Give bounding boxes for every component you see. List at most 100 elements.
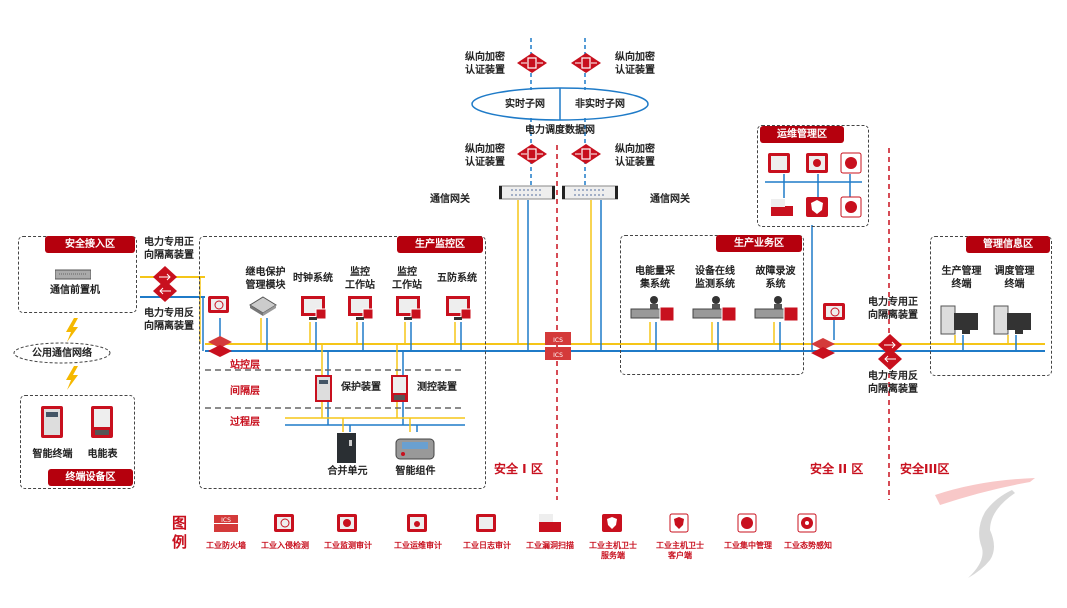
switch-icon[interactable] [810, 337, 836, 361]
fault-recorder-server-icon[interactable] [754, 295, 800, 323]
energy-collection-server-icon[interactable] [630, 295, 676, 323]
intrusion-detection-icon[interactable] [822, 302, 848, 324]
production-management-terminal-icon[interactable] [940, 305, 980, 337]
central-management-icon[interactable] [840, 152, 862, 174]
ops-audit-icon [407, 514, 427, 532]
host-guard-server-icon[interactable] [805, 196, 831, 218]
monitor-workstation-icon[interactable] [347, 295, 375, 323]
legend-item-label: 工业主机卫士 客户端 [656, 541, 704, 560]
dispatch-network-label: 电力调度数据网 [525, 125, 595, 136]
zone-title: 安全接入区 [45, 236, 135, 253]
switch-icon[interactable] [207, 335, 233, 359]
intrusion-detection-icon[interactable] [207, 295, 231, 317]
firewall-icon[interactable]: ICS ICS [543, 330, 573, 362]
legend-item-label: 工业态势感知 [784, 541, 832, 550]
encryption-device-icon[interactable] [516, 143, 548, 165]
device-label: 时钟系统 [293, 273, 333, 284]
svg-text:ICS: ICS [553, 352, 563, 359]
terminal-label: 生产管理 终端 [941, 266, 982, 290]
host-guard-client-icon [669, 513, 689, 533]
relay-protection-module-icon[interactable] [248, 295, 278, 317]
monitor-workstation-icon[interactable] [395, 295, 423, 323]
zone-title: 生产业务区 [716, 235, 802, 252]
zone-title: 生产监控区 [397, 236, 483, 253]
nonrealtime-subnet[interactable]: 非实时子网 [575, 99, 625, 110]
ops-audit-icon[interactable] [805, 152, 831, 174]
terminal-label: 调度管理 终端 [994, 266, 1035, 290]
device-label: 继电保护 管理模块 [245, 267, 286, 291]
production-monitor-zone [199, 236, 486, 489]
smart-terminal-label: 智能终端 [32, 449, 73, 460]
security-area-1-label: 安全 I 区 [494, 462, 543, 476]
legend-item-label: 工业日志审计 [463, 541, 511, 550]
front-processor-label: 通信前置机 [50, 285, 100, 296]
reverse-isolation-label: 电力专用反 向隔离装置 [144, 308, 194, 332]
protection-device-label: 保护装置 [341, 382, 381, 393]
encryption-device-icon[interactable] [570, 143, 602, 165]
security-area-3-label: 安全III区 [900, 462, 950, 476]
forward-isolation-label: 电力专用正 向隔离装置 [868, 297, 918, 321]
energy-meter-icon[interactable] [90, 405, 116, 441]
firewall-icon: ICS [214, 515, 238, 532]
measurement-control-device-label: 测控装置 [417, 382, 457, 393]
clock-system-icon[interactable] [300, 295, 328, 323]
encrypt-device-label: 纵向加密 认证装置 [465, 144, 505, 168]
log-audit-icon [476, 514, 496, 532]
smart-terminal-icon[interactable] [40, 405, 66, 441]
system-label: 设备在线 监测系统 [695, 266, 735, 290]
encryption-device-icon[interactable] [570, 52, 602, 74]
energy-meter-label: 电能表 [87, 449, 118, 460]
situation-awareness-icon[interactable] [840, 196, 862, 218]
terminal-zone [20, 395, 135, 489]
legend-item-label: 工业防火墙 [206, 541, 246, 550]
merging-unit-icon[interactable] [336, 432, 358, 464]
merging-unit-label: 合并单元 [327, 466, 368, 477]
gateway-server-icon[interactable] [499, 185, 555, 200]
gateway-server-icon[interactable] [562, 185, 618, 200]
legend-title: 图 例 [172, 514, 188, 551]
realtime-subnet[interactable]: 实时子网 [505, 99, 545, 110]
svg-text:ICS: ICS [221, 517, 231, 524]
layer-label-process: 过程层 [230, 417, 260, 428]
smart-component-label: 智能组件 [395, 466, 436, 477]
svg-text:ICS: ICS [553, 337, 563, 344]
security-area-2-label: 安全 II 区 [810, 462, 864, 476]
device-label: 监控 工作站 [392, 267, 422, 291]
isolation-device-icon[interactable] [152, 265, 178, 303]
encrypt-device-label: 纵向加密 认证装置 [615, 52, 655, 76]
legend-item-label: 工业主机卫士 服务端 [589, 541, 637, 560]
measurement-control-device-icon[interactable] [390, 374, 410, 404]
front-processor-icon[interactable] [55, 268, 91, 280]
gateway-label: 通信网关 [430, 194, 470, 205]
dispatch-management-terminal-icon[interactable] [993, 305, 1033, 337]
situation-awareness-icon [797, 513, 817, 533]
log-audit-icon[interactable] [767, 152, 791, 174]
zone-title: 终端设备区 [48, 469, 133, 486]
system-label: 故障录波 系统 [755, 266, 796, 290]
smart-component-icon[interactable] [395, 435, 435, 461]
legend-item-label: 工业漏洞扫描 [526, 541, 574, 550]
production-business-zone [620, 235, 804, 375]
reverse-isolation-label: 电力专用反 向隔离装置 [868, 371, 918, 395]
five-defense-system-icon[interactable] [445, 295, 473, 323]
gateway-label: 通信网关 [650, 194, 690, 205]
encryption-device-icon[interactable] [516, 52, 548, 74]
host-guard-server-icon [602, 514, 622, 532]
layer-label-bay: 间隔层 [230, 386, 260, 397]
system-label: 电能量采 集系统 [635, 266, 675, 290]
ops-management-zone [757, 125, 869, 227]
central-management-icon [737, 513, 757, 533]
legend-item-label: 工业入侵检测 [261, 541, 309, 550]
online-monitoring-server-icon[interactable] [692, 295, 738, 323]
vuln-scan-icon[interactable] [770, 198, 796, 218]
public-network-label: 公用通信网络 [32, 348, 92, 359]
zone-title: 运维管理区 [760, 126, 844, 143]
legend-item-label: 工业集中管理 [724, 541, 772, 550]
encrypt-device-label: 纵向加密 认证装置 [465, 52, 505, 76]
layer-label-station: 站控层 [230, 360, 260, 371]
isolation-device-icon[interactable] [877, 333, 903, 371]
protection-device-icon[interactable] [314, 374, 334, 404]
vuln-scan-icon [539, 514, 561, 532]
legend-item-label: 工业运维审计 [394, 541, 442, 550]
